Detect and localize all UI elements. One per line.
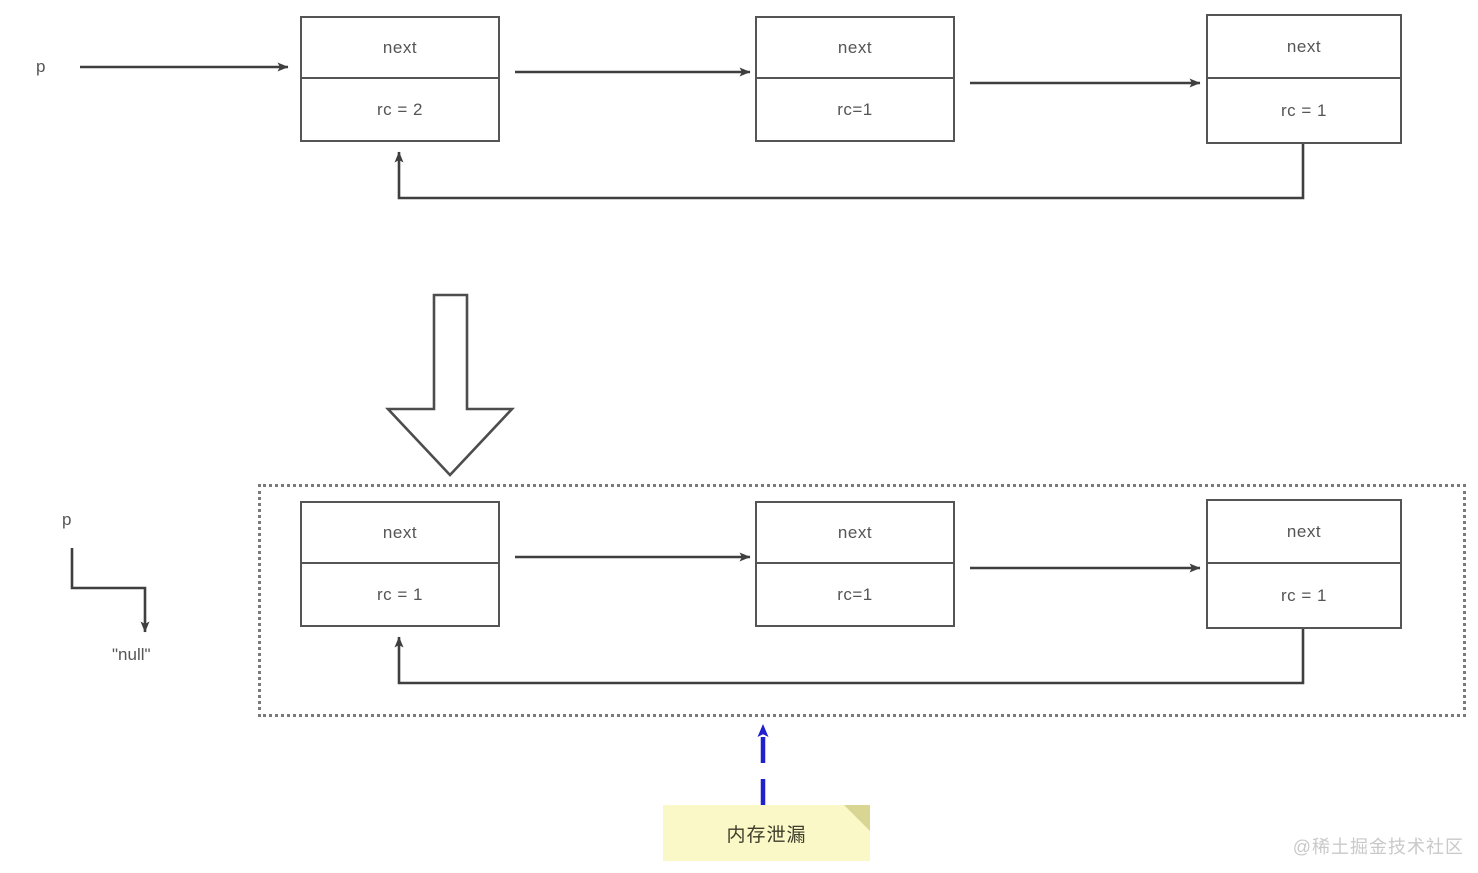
bottom-node-2-refcount: rc=1	[837, 584, 873, 604]
top-node-1-refcount: rc = 2	[377, 99, 423, 119]
top-node-3-next: next	[1208, 16, 1400, 79]
down-block-arrow-icon	[384, 293, 516, 477]
watermark: @稀土掘金技术社区	[1292, 837, 1464, 857]
bottom-pointer-null-arrow	[70, 548, 150, 633]
bottom-node-1: next rc = 1	[300, 501, 500, 627]
memory-leak-note-text: 内存泄漏	[726, 824, 807, 846]
top-node-3-refcount: rc = 1	[1281, 100, 1327, 120]
bottom-node-3-next: next	[1208, 501, 1400, 564]
top-node-3: next rc = 1	[1206, 14, 1402, 144]
top-node-2: next rc=1	[755, 16, 955, 142]
memory-leak-note: 内存泄漏	[663, 805, 870, 861]
top-pointer-label: p	[36, 57, 46, 76]
bottom-node-3-refcount: rc = 1	[1281, 585, 1327, 605]
bottom-node-1-next: next	[302, 503, 498, 564]
top-cycle-arrow	[394, 144, 1305, 200]
bottom-node-2-next: next	[757, 503, 953, 564]
top-node-2-refcount: rc=1	[837, 99, 873, 119]
note-fold-corner-icon	[844, 805, 870, 831]
top-node-2-next: next	[757, 18, 953, 79]
bottom-node-3: next rc = 1	[1206, 499, 1402, 629]
leaked-region-boundary	[258, 484, 1466, 717]
bottom-pointer-label: p	[62, 510, 72, 529]
top-node-1: next rc = 2	[300, 16, 500, 142]
top-node-1-next: next	[302, 18, 498, 79]
bottom-node-1-refcount: rc = 1	[377, 584, 423, 604]
null-label: "null"	[112, 645, 151, 664]
bottom-node-2: next rc=1	[755, 501, 955, 627]
bottom-cycle-arrow	[394, 629, 1305, 685]
